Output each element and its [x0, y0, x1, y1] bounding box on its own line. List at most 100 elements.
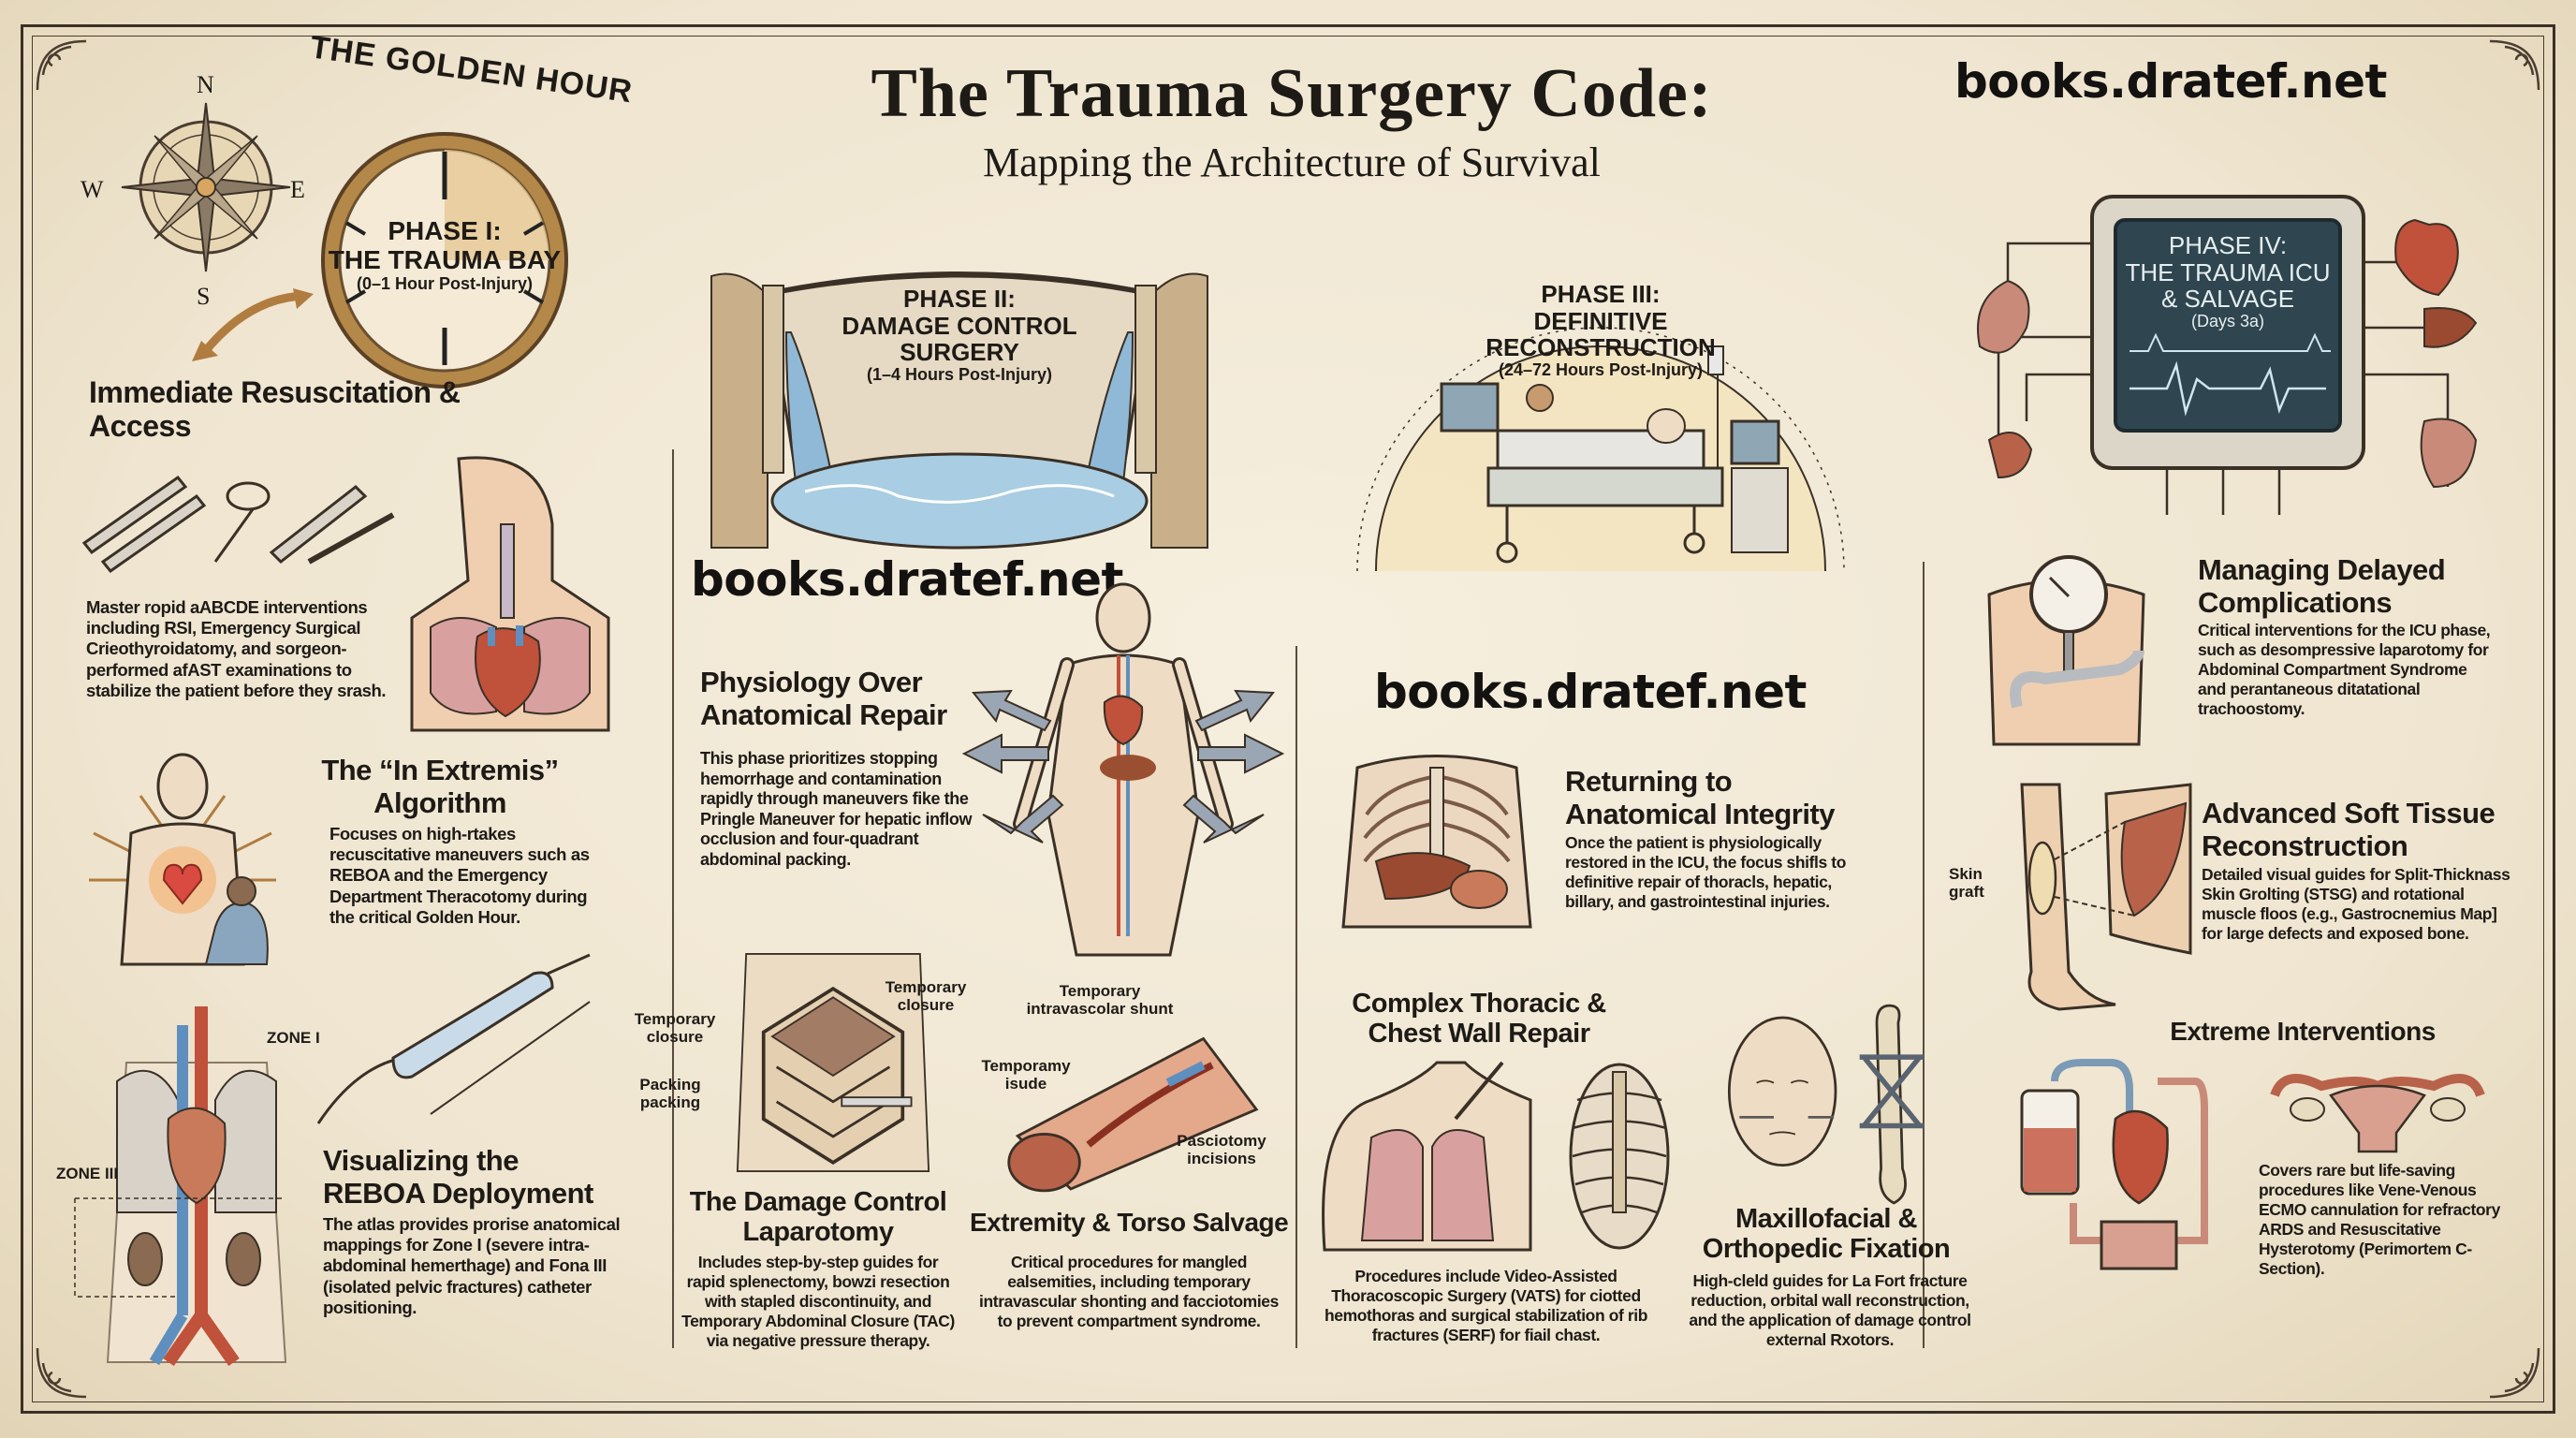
section-heading: The Damage Control Laparotomy — [678, 1187, 959, 1248]
phase-4-name: THE TRAUMA ICU — [2125, 257, 2331, 286]
section-body: High-cleld guides for La Fort fracture r… — [1689, 1271, 1971, 1349]
section-heading: Physiology Over Anatomical Repair — [700, 666, 981, 731]
section-heading: Maxillofacial & Orthopedic Fixation — [1681, 1204, 1971, 1265]
maxillofacial-orthopedic-icon — [1713, 997, 1938, 1205]
airway-heart-anatomy-icon — [402, 449, 618, 732]
compass-label-w: W — [80, 176, 104, 203]
heading-line: Anatomical Repair — [700, 697, 947, 731]
section-body: Critical procedures for mangled ealsemit… — [979, 1253, 1279, 1330]
zone-1-label: ZONE I — [267, 1029, 320, 1047]
heading-line: Physiology Over — [700, 666, 923, 698]
phase-2-name-cont: SURGERY — [900, 338, 1019, 367]
phase-1-label: PHASE I: THE TRAUMA BAY (0–1 Hour Post-I… — [323, 216, 566, 293]
heading-line: REBOA Deployment — [323, 1176, 593, 1210]
circulation-figure-icon — [961, 580, 1285, 957]
section-body: Detailed visual guides for Split-Thickna… — [2202, 865, 2510, 943]
dam-spillway-icon — [710, 239, 1208, 550]
section-heading: Immediate Resuscitation & Access — [89, 375, 461, 443]
section-heading: Returning to Anatomical Integrity — [1565, 765, 1883, 830]
heading-line: Algorithm — [373, 785, 506, 819]
uterus-anatomy-icon — [2265, 1067, 2490, 1153]
compass-label-n: N — [197, 71, 214, 98]
phase-1-number: PHASE I: — [388, 216, 502, 245]
surgical-instruments-icon — [75, 459, 412, 580]
extremity-shunt-icon — [992, 1030, 1273, 1193]
heading-line: Managing Delayed — [2198, 553, 2446, 586]
temporary-closure-label: Temporary closure — [634, 1010, 716, 1046]
phase-2-number: PHASE II: — [903, 285, 1016, 313]
section-heading: Extreme Interventions — [2170, 1017, 2436, 1046]
section-body: Includes step-by-step guides for rapid s… — [681, 1253, 955, 1350]
column-divider — [1923, 562, 1925, 1348]
watermark-text: books.dratef.net — [691, 552, 1123, 607]
heading-line: Complex Thoracic & — [1352, 989, 1606, 1019]
section-body: Focuses on high-rtakes recuscitative man… — [329, 824, 590, 927]
shunt-label: Temporary intravascolar shunt — [1026, 982, 1174, 1018]
leg-skin-graft-icon — [2003, 783, 2192, 1011]
golden-hour-clock-icon — [309, 110, 580, 391]
heading-line: Advanced Soft Tissue — [2202, 797, 2496, 829]
heading-line: Returning to — [1565, 765, 1733, 798]
corner-flourish-icon — [34, 1344, 90, 1401]
damage-control-laparotomy-icon — [711, 946, 955, 1180]
icu-monitor-icon — [1952, 140, 2485, 515]
packing-label: Packing packing — [639, 1076, 701, 1111]
ribcage-organs-icon — [1329, 749, 1544, 929]
section-body: Covers rare but life-saving procedures l… — [2259, 1161, 2500, 1278]
recovery-room-arch-icon — [1356, 234, 1845, 572]
phase-4-label: PHASE IV: THE TRAUMA ICU & SALVAGE (Days… — [2120, 232, 2335, 331]
corner-flourish-icon — [2486, 37, 2542, 94]
page-subtitle: Mapping the Architecture of Survival — [983, 139, 1601, 185]
phase-3-name-cont: RECONSTRUCTION — [1486, 333, 1716, 362]
phase-3-timeframe: (24–72 Hours Post-Injury) — [1498, 360, 1704, 379]
watermark-text: books.dratef.net — [1374, 665, 1807, 719]
heading-line: Anatomical Integrity — [1565, 797, 1836, 830]
heading-line: The “In Extremis” — [321, 754, 559, 786]
heading-line: Maxillofacial & — [1735, 1204, 1917, 1234]
page-title: The Trauma Surgery Code: — [871, 55, 1713, 132]
section-body: Master ropid aABCDE interventions includ… — [86, 597, 387, 700]
section-heading: The “In Extremis” Algorithm — [300, 754, 580, 819]
heading-line: Orthopedic Fixation — [1702, 1234, 1951, 1265]
heading-line: Laparotomy — [742, 1217, 894, 1248]
section-heading: Advanced Soft Tissue Reconstruction — [2202, 797, 2520, 862]
thoracic-chest-wall-icon — [1315, 1061, 1671, 1252]
heading-line: The Damage Control — [689, 1187, 947, 1217]
zone-3-label: ZONE III — [56, 1165, 119, 1182]
reboa-balloon-catheter-icon — [316, 953, 599, 1124]
compass-label-e: E — [290, 176, 305, 203]
double-arrow-icon — [192, 288, 314, 363]
phase-3-label: PHASE III: DEFINITIVE RECONSTRUCTION (24… — [1460, 281, 1741, 380]
in-extremis-figure-icon — [75, 749, 290, 966]
heading-line: Complications — [2198, 585, 2393, 619]
section-body: Critical interventions for the ICU phase… — [2198, 621, 2491, 718]
skin-graft-label: Skin graft — [1949, 865, 1984, 901]
section-heading: Extremity & Torso Salvage — [970, 1208, 1289, 1237]
phase-4-number: PHASE IV: — [2168, 231, 2288, 259]
phase-4-timeframe: (Days 3a) — [2190, 311, 2265, 330]
temporary-label: Temporamy isude — [981, 1057, 1071, 1093]
phase-2-timeframe: (1–4 Hours Post-Injury) — [866, 364, 1053, 384]
reboa-aorta-anatomy-icon — [74, 1006, 304, 1367]
column-divider — [672, 449, 674, 1348]
section-body: Once the patient is physiologically rest… — [1565, 833, 1847, 911]
section-body: This phase prioritizes stopping hemorrha… — [700, 749, 973, 869]
temporary-closure-label: Temporary closure — [885, 978, 967, 1014]
heading-line: Reconstruction — [2202, 829, 2408, 862]
watermark-text: books.dratef.net — [1954, 54, 2387, 109]
phase-1-timeframe: (0–1 Hour Post-Injury) — [356, 273, 534, 293]
ecmo-circuit-icon — [2017, 1059, 2223, 1270]
page-border-outer — [21, 24, 2555, 1414]
abdominal-pressure-gauge-icon — [1980, 548, 2153, 746]
section-heading: Visualizing the REBOA Deployment — [323, 1144, 641, 1210]
section-body: Procedures include Video-Assisted Thorac… — [1324, 1267, 1648, 1344]
compass-rose-icon: N E S W — [80, 71, 309, 310]
phase-2-name: DAMAGE CONTROL — [842, 311, 1077, 340]
corner-flourish-icon — [2486, 1344, 2542, 1401]
heading-line: Visualizing the — [323, 1144, 519, 1177]
column-divider — [1295, 646, 1297, 1348]
fasciotomy-label: Pasciotomy incisions — [1177, 1132, 1266, 1167]
phase-4-name-cont: & SALVAGE — [2160, 285, 2295, 314]
phase-2-label: PHASE II: DAMAGE CONTROL SURGERY (1–4 Ho… — [833, 286, 1086, 385]
